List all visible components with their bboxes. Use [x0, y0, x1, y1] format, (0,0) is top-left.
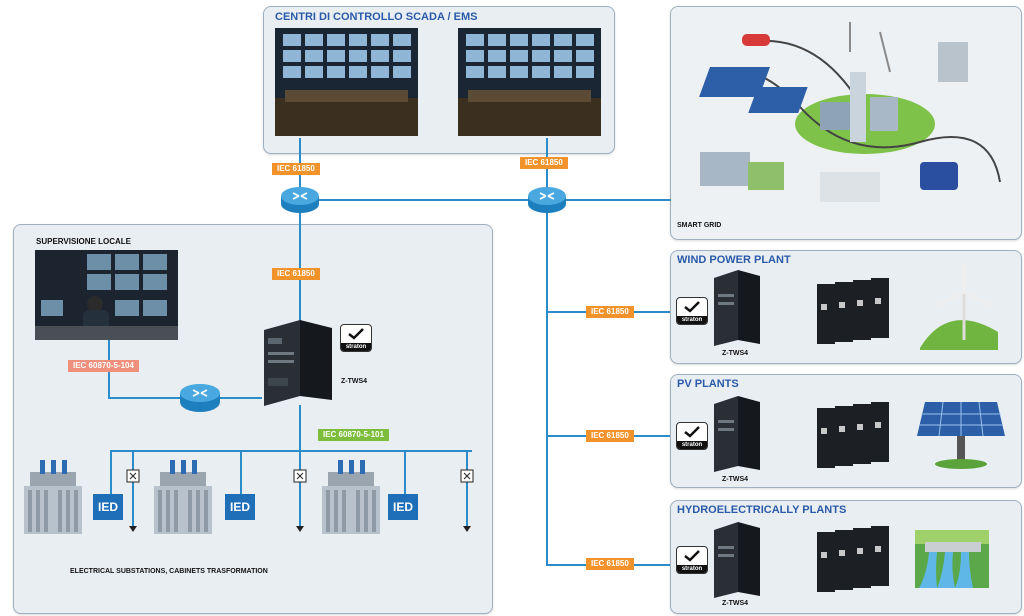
- local-title: SUPERVISIONE LOCALE: [36, 237, 131, 246]
- dam-icon: [915, 530, 989, 588]
- z-tws4-device-pv: [714, 396, 760, 472]
- bus-drop-6: [466, 450, 468, 530]
- smartgrid-title: SMART GRID: [677, 222, 722, 229]
- transformer-icon-1: [24, 460, 82, 534]
- scada-title: CENTRI DI CONTROLLO SCADA / EMS: [275, 11, 478, 23]
- straton-logo-hydro: straton: [676, 546, 708, 574]
- protocol-tag-101: IEC 60870-5-101: [318, 429, 389, 441]
- control-room-image-2: [458, 28, 601, 136]
- protocol-tag-local: IEC 61850: [272, 268, 320, 280]
- router-icon-3: [180, 384, 220, 412]
- io-modules-hydro: [817, 526, 889, 592]
- substations-label: ELECTRICAL SUBSTATIONS, CABINETS TRASFOR…: [70, 568, 268, 575]
- link-router1-router2: [318, 199, 530, 201]
- io-modules-pv: [817, 402, 889, 468]
- router-icon-1: [281, 187, 319, 213]
- ied-badge-2: IED: [225, 494, 255, 520]
- protocol-tag-scada1: IEC 61850: [272, 163, 320, 175]
- z-tws4-device-local: [264, 320, 332, 406]
- protocol-tag-pv: IEC 61850: [586, 430, 634, 442]
- breaker-icon-2: [293, 469, 307, 532]
- protocol-tag-scada2: IEC 61850: [520, 157, 568, 169]
- pv-title: PV PLANTS: [677, 378, 739, 390]
- protocol-tag-wind: IEC 61850: [586, 306, 634, 318]
- control-room-image-1: [275, 28, 418, 136]
- transformer-icon-2: [154, 460, 212, 534]
- straton-label: straton: [341, 343, 371, 351]
- bus-drop-1: [110, 450, 112, 494]
- straton-logo-local: straton: [340, 324, 372, 352]
- link-monitors-router3: [108, 397, 180, 399]
- link-router2-smartgrid: [565, 199, 671, 201]
- straton-logo-wind: straton: [676, 297, 708, 325]
- z-tws4-device-wind: [714, 270, 760, 346]
- z-tws4-device-hydro: [714, 522, 760, 598]
- device-label-local: Z-TWS4: [341, 378, 368, 385]
- bus-drop-5: [404, 450, 406, 494]
- bus-drop-2: [132, 450, 134, 530]
- wind-title: WIND POWER PLANT: [677, 254, 791, 266]
- bus-drop-3: [240, 450, 242, 494]
- link-device-bus: [299, 405, 301, 450]
- breaker-icon-3: [460, 469, 474, 532]
- straton-label: straton: [677, 441, 707, 449]
- ied-badge-3: IED: [388, 494, 418, 520]
- link-router3-device: [220, 397, 262, 399]
- wind-turbine-icon: [920, 264, 998, 350]
- link-router2-plants: [546, 212, 548, 566]
- io-modules-wind: [817, 278, 889, 344]
- straton-label: straton: [677, 565, 707, 573]
- protocol-tag-104: IEC 60870-5-104: [68, 360, 139, 372]
- device-label-wind: Z-TWS4: [722, 350, 749, 357]
- hydro-title: HYDROELECTRICALLY PLANTS: [677, 504, 847, 516]
- bus-drop-4: [299, 450, 301, 530]
- device-label-pv: Z-TWS4: [722, 476, 749, 483]
- straton-label: straton: [677, 316, 707, 324]
- straton-logo-pv: straton: [676, 422, 708, 450]
- link-router1-device: [299, 212, 301, 322]
- solar-panel-icon: [917, 401, 1005, 469]
- router-icon-2: [528, 187, 566, 213]
- device-label-hydro: Z-TWS4: [722, 600, 749, 607]
- smart-grid-illustration: [699, 22, 1001, 202]
- bus-bar: [110, 450, 472, 452]
- local-supervision-image: [35, 250, 178, 340]
- ied-badge-1: IED: [93, 494, 123, 520]
- transformer-icon-3: [322, 460, 380, 534]
- breaker-icon-1: [126, 469, 140, 532]
- protocol-tag-hydro: IEC 61850: [586, 558, 634, 570]
